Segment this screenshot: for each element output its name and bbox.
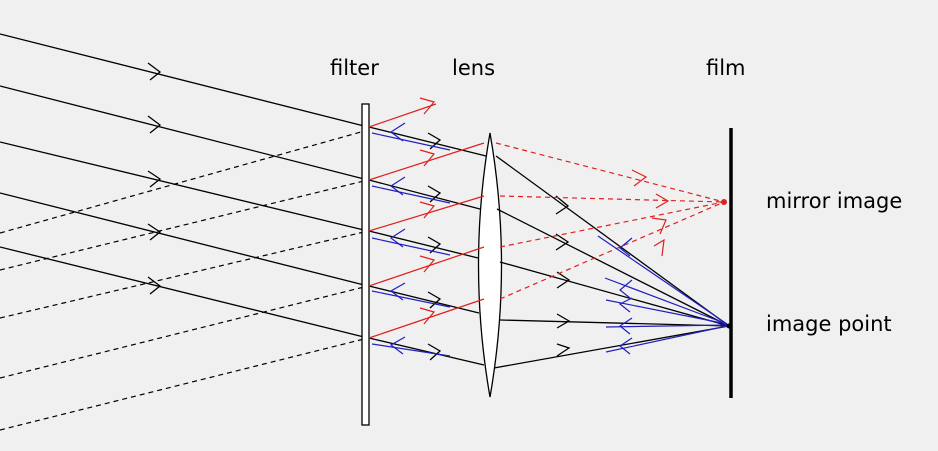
focused-ray bbox=[493, 325, 730, 369]
back-reflected-ray bbox=[371, 237, 451, 256]
lens bbox=[477, 132, 503, 398]
ray-arrow-icon bbox=[389, 228, 406, 248]
ray-arrow-icon bbox=[427, 236, 442, 254]
reflected-ray-dashed bbox=[495, 142, 725, 203]
reflected-rays bbox=[368, 103, 485, 339]
ray-arrow-icon bbox=[147, 115, 162, 134]
reflected-ray-arrows bbox=[419, 97, 670, 325]
incoming-ray bbox=[0, 246, 369, 339]
back-reflected-ray bbox=[371, 132, 451, 151]
transmitted-ray bbox=[368, 285, 480, 314]
image-point-label: image point bbox=[766, 312, 892, 336]
reflected-rays-dashed bbox=[495, 142, 725, 300]
focused-rays bbox=[493, 155, 730, 369]
ray-arrow-icon bbox=[556, 313, 571, 329]
ray-arrow-icon bbox=[147, 223, 162, 241]
ray-arrow-icon bbox=[389, 122, 406, 142]
transmitted-ray bbox=[368, 337, 485, 366]
focused-ray bbox=[496, 208, 730, 327]
focused-ray-arrows bbox=[427, 132, 571, 361]
incoming-ray-arrows bbox=[147, 62, 162, 295]
ray-arrow-icon bbox=[419, 307, 436, 325]
ray-arrow-icon bbox=[419, 255, 436, 273]
back-reflected-ray bbox=[371, 290, 451, 308]
lens-label: lens bbox=[452, 56, 496, 80]
transmitted-ray bbox=[368, 230, 479, 259]
ray-arrow-icon bbox=[389, 336, 406, 355]
ray-arrow-icon bbox=[147, 62, 162, 81]
reflected-ray-dashed bbox=[499, 195, 725, 203]
ray-arrow-icon bbox=[631, 169, 648, 187]
mirror-image-label: mirror image bbox=[766, 189, 903, 213]
dashed-ray bbox=[0, 179, 369, 271]
ray-arrow-icon bbox=[618, 337, 633, 355]
reflected-ray bbox=[368, 298, 485, 339]
ray-arrow-icon bbox=[419, 97, 436, 115]
dashed-ray bbox=[0, 129, 369, 234]
incoming-ray bbox=[0, 85, 369, 181]
ray-arrow-icon bbox=[651, 217, 667, 235]
incoming-ray bbox=[0, 141, 369, 232]
reflected-ray bbox=[368, 142, 485, 181]
back-reflected-ray bbox=[597, 235, 728, 325]
ray-arrow-icon bbox=[427, 343, 442, 361]
dashed-ray bbox=[0, 285, 369, 379]
film-label: film bbox=[706, 56, 746, 80]
ray-arrow-icon bbox=[655, 193, 670, 209]
incoming-ray bbox=[0, 192, 369, 287]
back-reflected-ray bbox=[605, 325, 728, 353]
transmitted-rays bbox=[368, 126, 487, 366]
image-point-dot bbox=[726, 323, 732, 329]
ray-arrow-icon bbox=[147, 170, 162, 188]
reflected-ray-dashed bbox=[499, 201, 725, 300]
ray-arrow-icon bbox=[419, 201, 436, 219]
ray-arrow-icon bbox=[556, 343, 571, 357]
dashed-incoming-rays bbox=[0, 129, 369, 431]
ray-arrow-icon bbox=[556, 271, 571, 289]
reflected-ray bbox=[368, 103, 437, 128]
focused-ray bbox=[495, 155, 730, 327]
ray-arrow-icon bbox=[147, 276, 162, 295]
back-reflected-ray bbox=[605, 299, 728, 325]
incoming-rays bbox=[0, 33, 369, 339]
ray-arrow-icon bbox=[618, 317, 633, 335]
ray-arrow-icon bbox=[618, 297, 633, 313]
ray-arrow-icon bbox=[389, 282, 406, 301]
filter-plate bbox=[361, 103, 370, 426]
reflected-ray bbox=[368, 246, 485, 287]
ray-arrow-icon bbox=[555, 195, 570, 215]
ray-arrow-icon bbox=[555, 233, 570, 251]
back-reflected-ray-arrows bbox=[389, 122, 633, 355]
ray-arrow-icon bbox=[389, 176, 406, 196]
back-reflected-ray bbox=[371, 343, 451, 357]
transmitted-ray bbox=[368, 126, 487, 157]
back-reflected-ray bbox=[371, 185, 451, 204]
dashed-ray bbox=[0, 230, 369, 319]
ray-arrow-icon bbox=[419, 149, 436, 167]
ray-arrow-icon bbox=[653, 238, 665, 257]
reflected-ray bbox=[368, 195, 485, 232]
back-reflected-rays bbox=[371, 132, 728, 357]
filter-label: filter bbox=[330, 56, 379, 80]
back-reflected-ray bbox=[605, 324, 728, 328]
incoming-ray bbox=[0, 33, 369, 128]
ray-arrow-icon bbox=[619, 237, 633, 257]
ray-arrow-icon bbox=[427, 291, 442, 309]
ray-arrow-icon bbox=[619, 279, 633, 299]
back-reflected-ray bbox=[604, 277, 728, 325]
focused-ray bbox=[499, 261, 730, 327]
mirror-image-point bbox=[721, 199, 727, 205]
dashed-ray bbox=[0, 337, 369, 431]
transmitted-ray bbox=[368, 179, 481, 210]
reflected-ray-dashed bbox=[499, 201, 725, 248]
